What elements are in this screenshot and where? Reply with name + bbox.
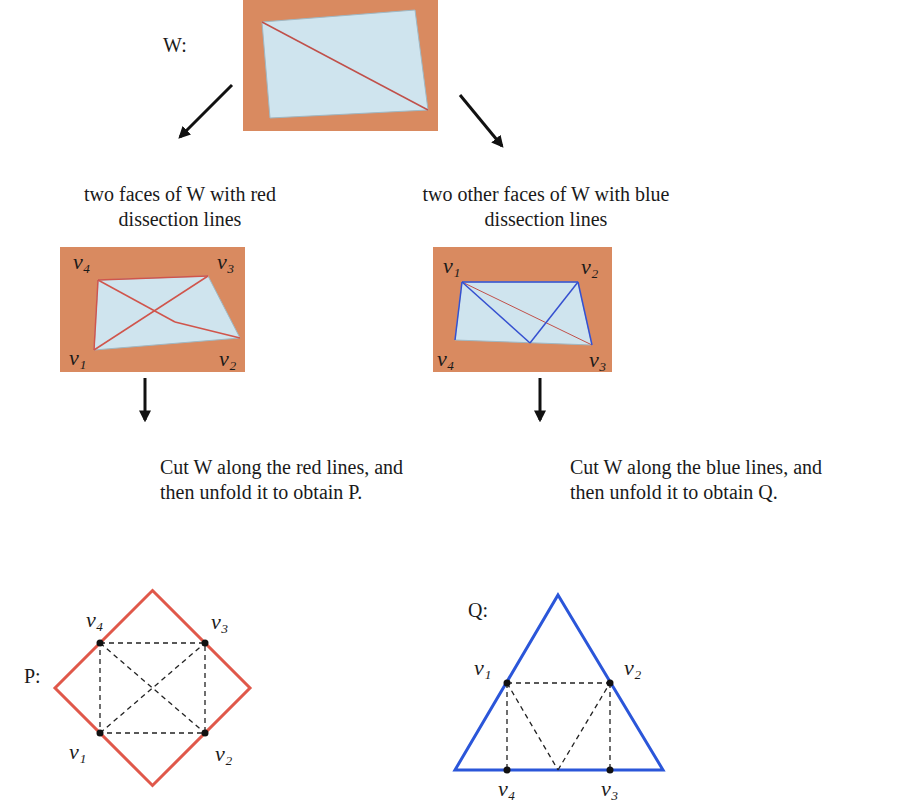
paper-model <box>455 282 592 345</box>
fold-lines <box>100 643 205 733</box>
net-outline <box>55 591 250 786</box>
vertex-label: v₂ <box>581 256 598 278</box>
step-text: Cut W along the red lines, and then unfo… <box>160 455 428 505</box>
vertex-dots <box>504 680 614 774</box>
photo-background <box>60 247 245 372</box>
red-edge <box>262 22 428 110</box>
vertex-label: v₂ <box>219 348 236 370</box>
fold-lines <box>507 683 610 770</box>
caption-text: two other faces of W with blue dissectio… <box>416 182 676 232</box>
vertex-label: v₃ <box>217 251 234 273</box>
figure-label: Q: <box>468 598 488 623</box>
vertex-label: v₃ <box>589 349 606 371</box>
flow-arrow <box>460 95 502 146</box>
flow-arrow <box>180 85 232 137</box>
blue-dissection-lines <box>455 282 592 345</box>
vertex-label: v₃ <box>211 611 228 633</box>
flow-arrow <box>144 378 147 420</box>
vertex-label: v₄ <box>437 348 454 370</box>
photo-background <box>433 247 612 372</box>
vertex-label: v₄ <box>86 609 103 631</box>
step-text: Cut W along the blue lines, and then unf… <box>570 455 845 505</box>
figure-label: P: <box>24 664 41 689</box>
paper-model <box>262 10 428 118</box>
net-outline <box>455 595 663 770</box>
vertex-label: v₂ <box>215 743 232 765</box>
vertex-label: v₄ <box>73 251 90 273</box>
vertex-label: v₃ <box>601 778 618 800</box>
photo-background <box>243 0 438 131</box>
vertex-label: v₄ <box>498 778 515 800</box>
vertex-label: v₁ <box>474 657 491 679</box>
vertex-label: v₂ <box>624 657 641 679</box>
flow-arrow <box>539 378 542 420</box>
red-edge <box>462 282 592 345</box>
figure-label: W: <box>163 33 187 58</box>
vertex-label: v₁ <box>69 347 86 369</box>
red-dissection-lines <box>94 276 240 350</box>
vertex-label: v₁ <box>443 255 460 277</box>
paper-model <box>94 276 240 350</box>
caption-text: two faces of W with red dissection lines <box>55 182 305 232</box>
vertex-label: v₁ <box>69 741 86 763</box>
vertex-dots <box>97 640 209 737</box>
